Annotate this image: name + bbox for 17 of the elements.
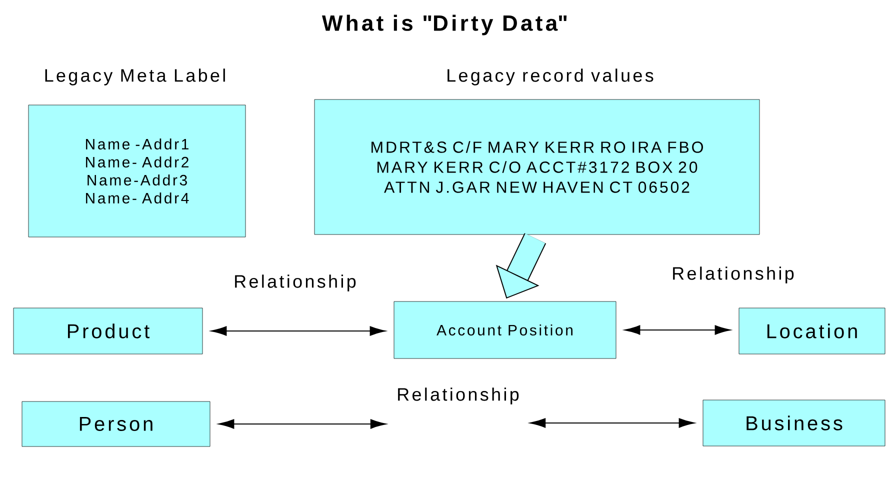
box: Account Position	[394, 301, 616, 359]
edge-label: Relationship	[232, 274, 358, 292]
edge-label: Relationship	[670, 266, 796, 284]
box: Business	[702, 400, 886, 446]
box-heading: Legacy Meta Label	[45, 68, 225, 86]
arrow	[530, 418, 695, 428]
box: Name -Addr1 Name- Addr2 Name-Addr3 Name- Addr4	[28, 104, 246, 238]
box-heading: Legacy record values	[448, 68, 654, 86]
arrow	[218, 419, 386, 429]
node-text: Relationship	[398, 388, 519, 404]
box: Location	[738, 308, 886, 354]
box: Person	[22, 401, 210, 447]
title: What is "Dirty Data"	[322, 14, 567, 36]
arrow	[624, 325, 731, 335]
arrow	[210, 326, 386, 336]
box: MDRT&S C/F MARY KERR RO IRA FBO MARY KERR C/O ACCT#3172 BOX 20 ATTN J.GAR NEW HAVEN CT 06502	[314, 99, 760, 235]
box: Product	[13, 308, 203, 354]
